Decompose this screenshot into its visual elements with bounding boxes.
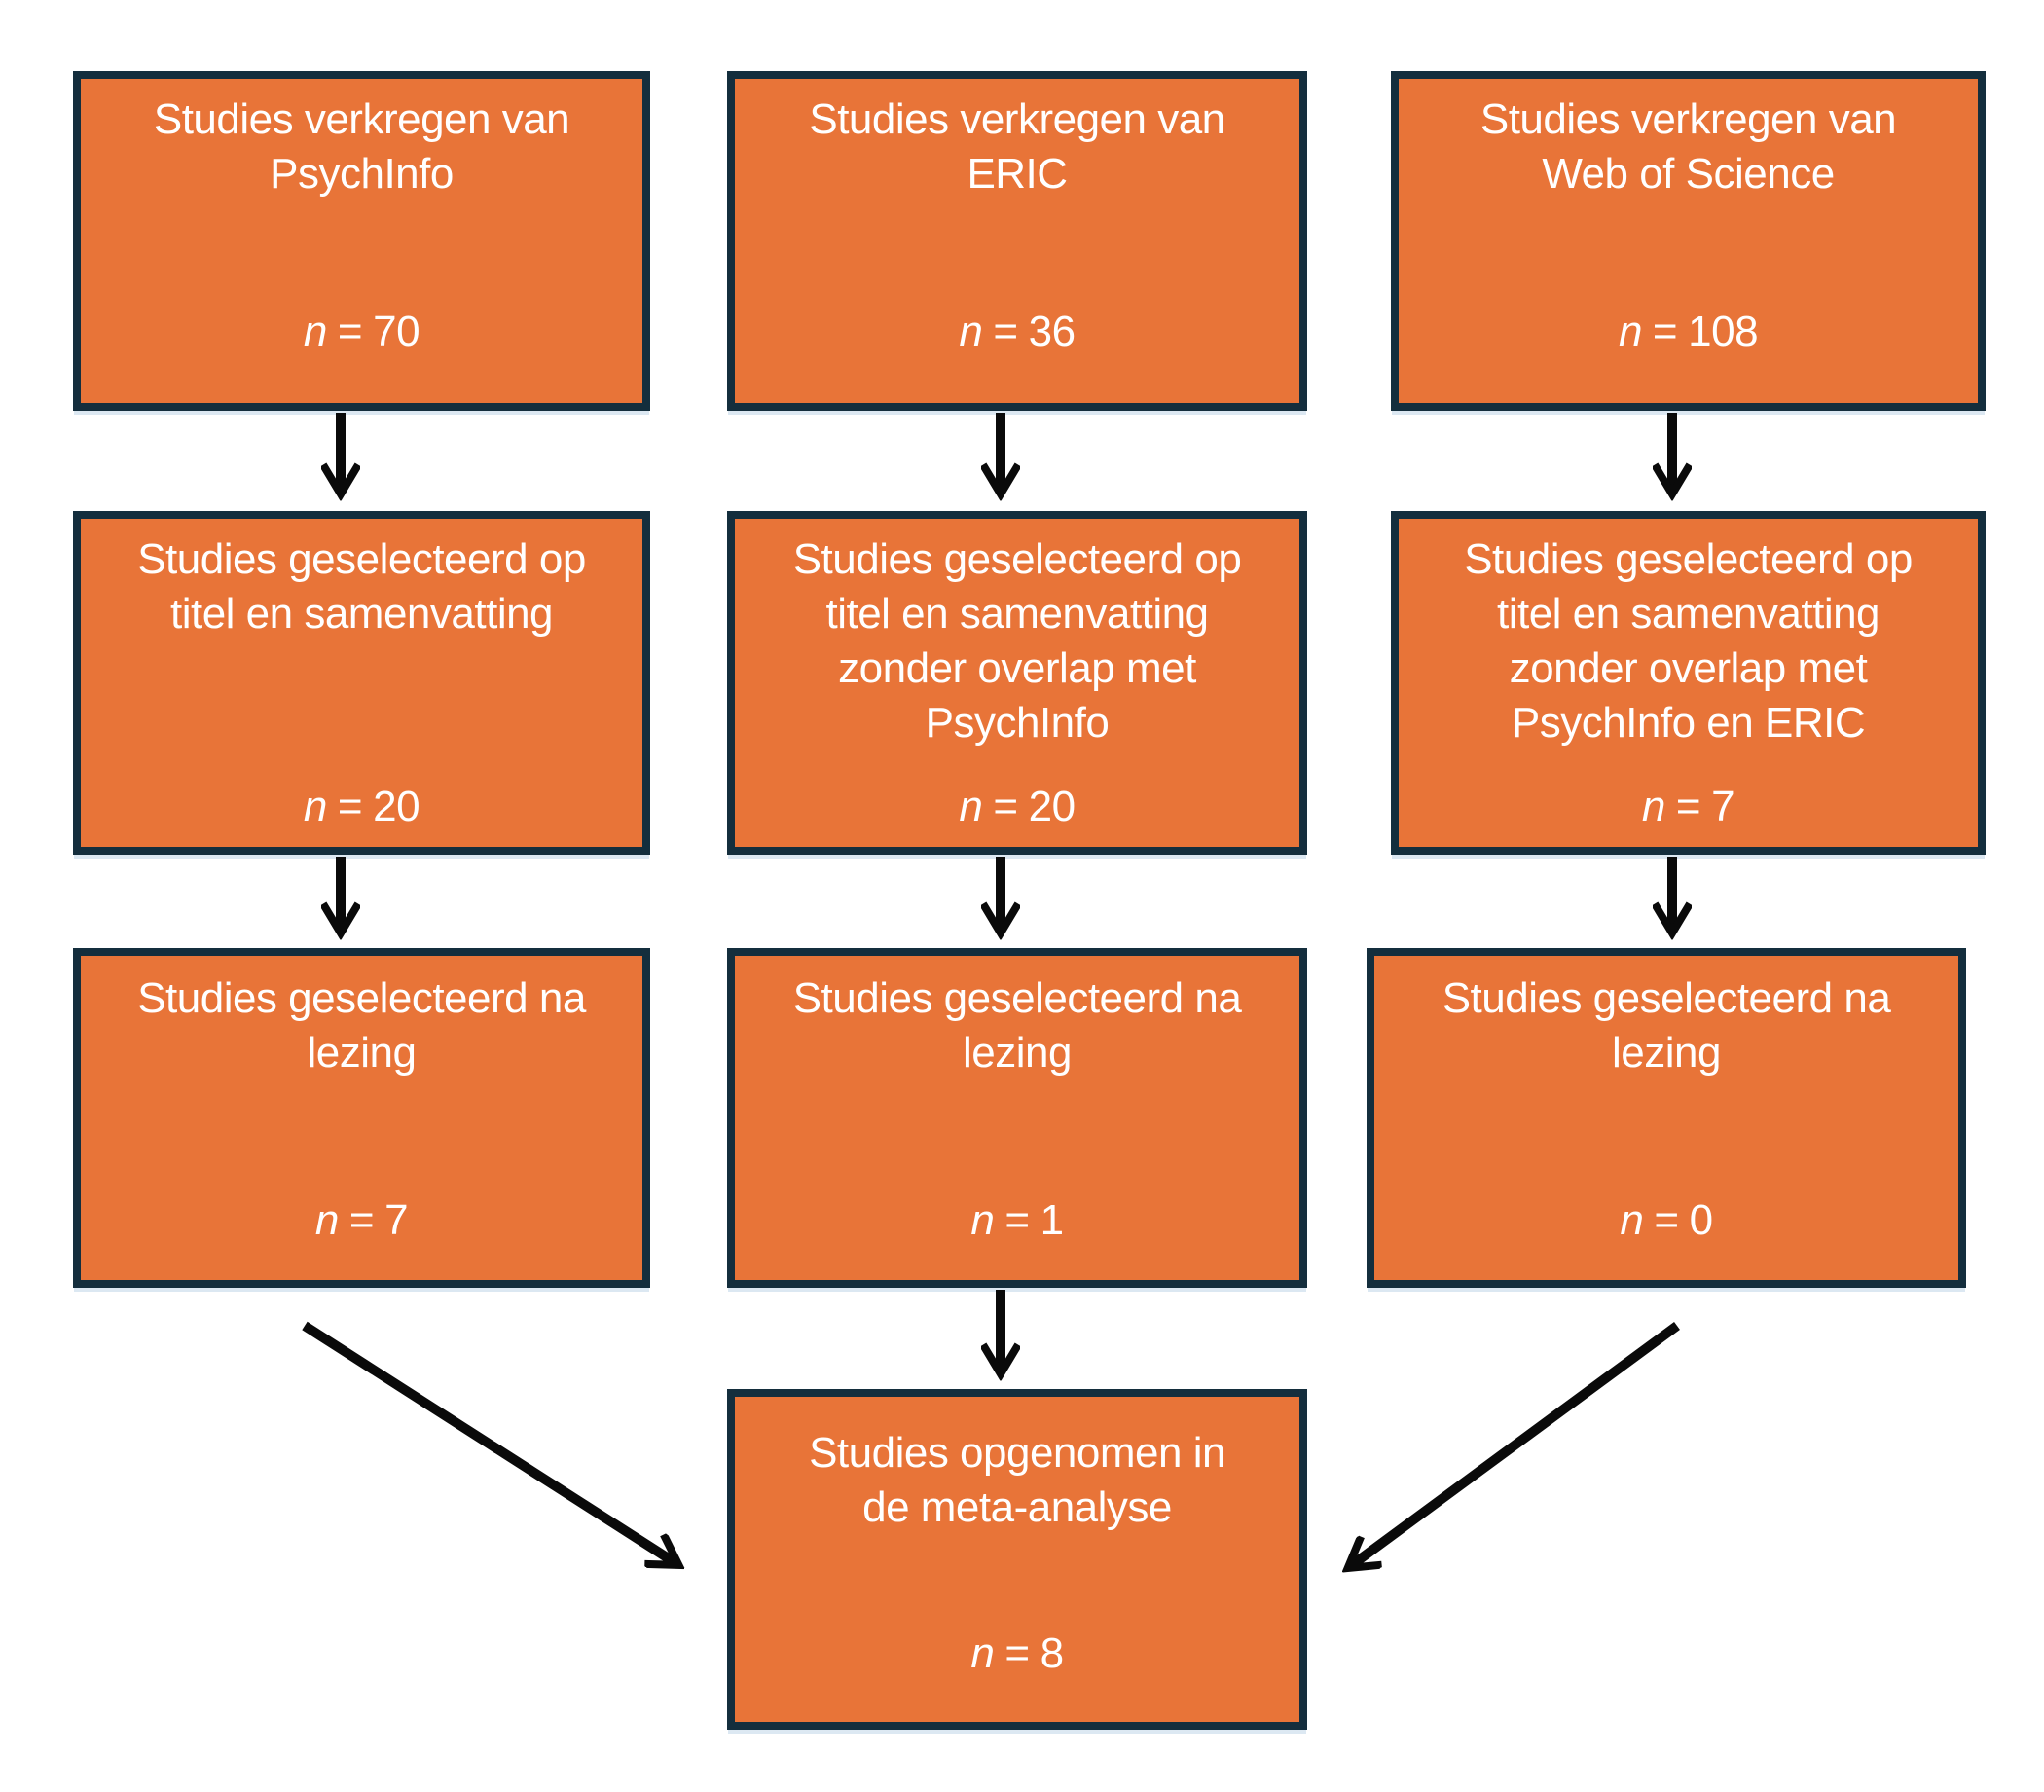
n-value: 108 <box>1688 308 1759 355</box>
equals-sign: = <box>337 783 363 830</box>
n-variable: n <box>1620 1196 1644 1244</box>
equals-sign: = <box>1652 308 1678 355</box>
equals-sign: = <box>1004 1629 1030 1677</box>
n-value: 1 <box>1040 1196 1064 1244</box>
n-value: 36 <box>1028 308 1076 355</box>
box-title: Studies geselecteerd op titel en samenva… <box>96 532 627 641</box>
box-title-line: lezing <box>1612 1029 1721 1077</box>
box-title-line: Studies verkregen van <box>1479 95 1897 143</box>
n-variable: n <box>1618 308 1642 355</box>
n-value: 7 <box>384 1196 409 1244</box>
box-title-line: Studies verkregen van <box>809 95 1225 143</box>
flow-box-obtained-eric: Studies verkregen van ERIC n=36 <box>727 71 1307 411</box>
n-variable: n <box>303 308 327 355</box>
box-title-line: Web of Science <box>1542 150 1835 198</box>
box-title: Studies opgenomen in de meta-analyse <box>750 1426 1284 1535</box>
n-variable: n <box>970 1196 995 1244</box>
flow-box-included-meta-analysis: Studies opgenomen in de meta-analyse n=8 <box>727 1389 1307 1730</box>
box-title-line: Studies geselecteerd na <box>792 974 1242 1022</box>
flow-box-screened-eric: Studies geselecteerd op titel en samenva… <box>727 511 1307 855</box>
flow-box-obtained-web-of-science: Studies verkregen van Web of Science n=1… <box>1391 71 1986 411</box>
n-count: n=20 <box>959 780 1076 834</box>
box-title-line: lezing <box>307 1029 417 1077</box>
flow-box-screened-web-of-science: Studies geselecteerd op titel en samenva… <box>1391 511 1986 855</box>
box-title-line: zonder overlap met <box>838 644 1196 692</box>
n-count: n=108 <box>1618 305 1759 359</box>
flow-box-obtained-psychinfo: Studies verkregen van PsychInfo n=70 <box>73 71 650 411</box>
equals-sign: = <box>1675 783 1701 830</box>
n-value: 8 <box>1040 1629 1064 1677</box>
n-value: 7 <box>1711 783 1735 830</box>
equals-sign: = <box>1004 1196 1030 1244</box>
box-title: Studies geselecteerd na lezing <box>96 971 627 1080</box>
box-title: Studies geselecteerd op titel en samenva… <box>750 532 1284 750</box>
n-count: n=1 <box>970 1193 1064 1248</box>
box-title: Studies geselecteerd op titel en samenva… <box>1414 532 1962 750</box>
box-title-line: Studies geselecteerd op <box>792 535 1242 583</box>
box-title-line: Studies geselecteerd na <box>137 974 586 1022</box>
flow-box-read-web-of-science: Studies geselecteerd na lezing n=0 <box>1367 948 1966 1288</box>
n-count: n=36 <box>959 305 1076 359</box>
arrow-read-wos-to-included <box>1349 1321 1680 1567</box>
n-count: n=70 <box>304 305 420 359</box>
box-title-line: titel en samenvatting <box>169 590 554 638</box>
n-variable: n <box>1641 783 1665 830</box>
box-title: Studies verkregen van Web of Science <box>1414 92 1962 201</box>
n-count: n=8 <box>970 1627 1064 1681</box>
n-value: 70 <box>373 308 420 355</box>
flow-box-screened-psychinfo: Studies geselecteerd op titel en samenva… <box>73 511 650 855</box>
box-title-line: Studies verkregen van <box>153 95 570 143</box>
n-variable: n <box>959 308 983 355</box>
equals-sign: = <box>1654 1196 1679 1244</box>
box-title-line: titel en samenvatting <box>825 590 1209 638</box>
box-title-line: Studies geselecteerd na <box>1442 974 1891 1022</box>
equals-sign: = <box>348 1196 375 1244</box>
n-count: n=7 <box>314 1193 409 1248</box>
equals-sign: = <box>337 308 363 355</box>
n-variable: n <box>959 783 983 830</box>
n-count: n=7 <box>1641 780 1735 834</box>
n-value: 20 <box>1028 783 1076 830</box>
box-title-line: Studies geselecteerd op <box>1464 535 1913 583</box>
box-title: Studies geselecteerd na lezing <box>1390 971 1943 1080</box>
box-title-line: Studies geselecteerd op <box>137 535 586 583</box>
n-variable: n <box>314 1196 339 1244</box>
box-title-line: de meta-analyse <box>862 1483 1172 1531</box>
box-title: Studies geselecteerd na lezing <box>750 971 1284 1080</box>
box-title-line: ERIC <box>967 150 1068 198</box>
n-value: 0 <box>1689 1196 1713 1244</box>
box-title-line: PsychInfo <box>925 699 1110 747</box>
n-count: n=0 <box>1620 1193 1713 1248</box>
box-title-line: PsychInfo <box>270 150 454 198</box>
box-title-line: lezing <box>963 1029 1072 1077</box>
n-variable: n <box>303 783 327 830</box>
arrow-read-psychinfo-to-included <box>302 1321 677 1564</box>
flow-box-read-psychinfo: Studies geselecteerd na lezing n=7 <box>73 948 650 1288</box>
equals-sign: = <box>993 783 1018 830</box>
n-variable: n <box>970 1629 995 1677</box>
box-title-line: titel en samenvatting <box>1496 590 1880 638</box>
n-count: n=20 <box>304 780 420 834</box>
box-title: Studies verkregen van ERIC <box>750 92 1284 201</box>
box-title-line: PsychInfo en ERIC <box>1511 699 1866 747</box>
box-title-line: zonder overlap met <box>1509 644 1868 692</box>
n-value: 20 <box>373 783 420 830</box>
flow-box-read-eric: Studies geselecteerd na lezing n=1 <box>727 948 1307 1288</box>
box-title-line: Studies opgenomen in <box>809 1429 1225 1477</box>
box-title: Studies verkregen van PsychInfo <box>96 92 627 201</box>
equals-sign: = <box>993 308 1018 355</box>
